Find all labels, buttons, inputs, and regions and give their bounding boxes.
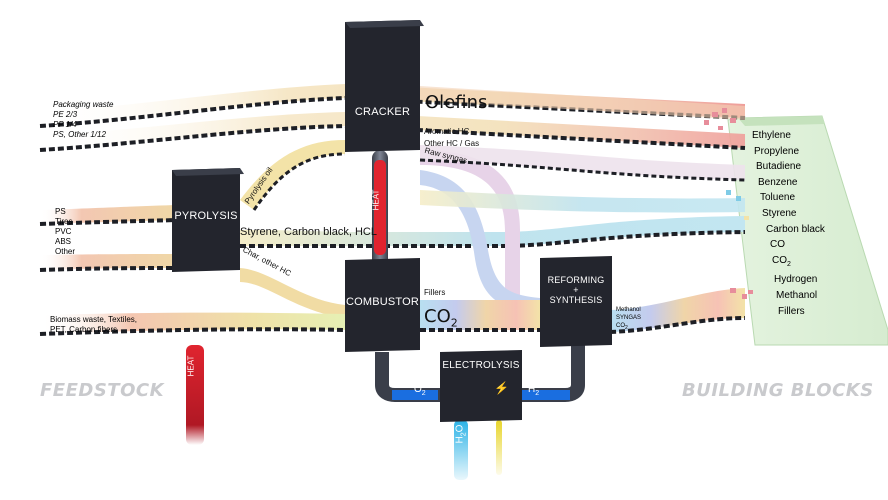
pyrolysis-unit[interactable]: PYROLYSIS xyxy=(172,206,240,226)
building-block-particles xyxy=(704,108,753,299)
pp-label: PP 1/4 xyxy=(53,120,77,129)
o2-text: O xyxy=(414,384,422,395)
co2-main-sub: 2 xyxy=(450,316,458,330)
bb-hydrogen: Hydrogen xyxy=(774,274,818,286)
ps-label: PS xyxy=(55,207,66,216)
plus-label: + xyxy=(573,285,579,295)
olefins-label: Olefins xyxy=(425,92,488,113)
feed-heat-pipe xyxy=(186,345,204,445)
h2o-label: H2O xyxy=(454,424,468,444)
cracker-crossing-streams xyxy=(419,145,746,312)
bb-co2-text: CO xyxy=(772,254,787,266)
h2o-o-text: O xyxy=(454,424,466,433)
reforming-unit-shape xyxy=(540,256,612,347)
combustor-label: COMBUSTOR xyxy=(345,296,420,308)
bb-methanol: Methanol xyxy=(776,289,818,301)
co2-small-label: CO2 xyxy=(616,322,641,332)
h2-text: H xyxy=(528,384,536,395)
pyrolysis-label: PYROLYSIS xyxy=(174,210,238,222)
co2-small-sub: 2 xyxy=(625,325,628,332)
fillers-stream-label: Fillers xyxy=(424,288,446,297)
bb-co: CO xyxy=(770,239,785,251)
electrolysis-pipes xyxy=(375,345,585,480)
ps-other-label: PS, Other 1/12 xyxy=(53,130,106,139)
electrolysis-unit[interactable]: ELECTROLYSIS xyxy=(440,357,522,373)
abs-label: ABS xyxy=(55,237,72,246)
styrene-label: Styrene, Carbon black, HCL xyxy=(240,226,377,238)
power-icon: ⚡ xyxy=(494,381,509,395)
bb-propylene: Propylene xyxy=(754,145,800,157)
mixed-feed-labels: PS Tires PVC ABS Other xyxy=(55,207,75,257)
electrolysis-unit-shape xyxy=(440,350,522,422)
cracker-unit[interactable]: CRACKER xyxy=(345,100,420,124)
packaging-feed-labels: Packaging waste PE 2/3 PP 1/4 PS, Other … xyxy=(53,100,113,140)
reforming-output-labels: Methanol SYNGAS CO2 xyxy=(616,306,641,332)
biomass-belt xyxy=(39,312,346,336)
cracker-heat-pipe xyxy=(372,150,388,270)
building-blocks-list: Ethylene Propylene Butadiene Benzene Tol… xyxy=(752,128,825,319)
feed-heat-label: HEAT xyxy=(186,355,196,377)
h2-sub: 2 xyxy=(535,390,540,397)
bb-toluene: Toluene xyxy=(760,192,796,204)
h2o-sub: 2 xyxy=(460,432,468,437)
co2-main-text: CO xyxy=(424,306,451,327)
packaging-waste-label: Packaging waste xyxy=(53,100,114,109)
cracker-heat-label: HEAT xyxy=(371,189,381,211)
o2-label: O2 xyxy=(414,384,426,398)
synthesis-label: SYNTHESIS xyxy=(549,295,603,305)
reforming-label: REFORMING xyxy=(547,275,605,285)
bb-carbon-black: Carbon black xyxy=(766,223,825,235)
combustor-unit-shape xyxy=(345,258,420,352)
co2-main-label: CO2 xyxy=(424,308,458,329)
pvc-label: PVC xyxy=(55,227,72,236)
bb-butadiene: Butadiene xyxy=(756,161,802,173)
cracker-label: CRACKER xyxy=(354,106,411,118)
bb-co2-sub: 2 xyxy=(787,260,791,268)
syngas-stream-label: SYNGAS xyxy=(616,315,642,321)
methanol-stream-label: Methanol xyxy=(616,307,641,313)
aromatic-hc-label: Aromatic HC xyxy=(424,127,470,136)
other-label: Other xyxy=(55,247,76,256)
bb-co2: CO2 xyxy=(752,253,825,273)
feedstock-title: FEEDSTOCK xyxy=(40,380,165,401)
mixed-plastics-belt xyxy=(39,205,179,272)
bb-ethylene: Ethylene xyxy=(752,130,791,141)
co2-small-text: CO xyxy=(616,323,625,329)
cracker-unit-shape xyxy=(345,20,424,152)
h2-label: H2 xyxy=(528,384,540,398)
bb-fillers: Fillers xyxy=(778,305,805,317)
bb-benzene: Benzene xyxy=(758,176,798,188)
biomass-feed-labels: Biomass waste, Textiles, PET, Carbon fib… xyxy=(50,315,137,335)
building-blocks-title: BUILDING BLOCKS xyxy=(682,380,874,401)
h2o-h-text: H xyxy=(454,436,466,444)
other-hc-gas-label: Other HC / Gas xyxy=(424,139,480,148)
pyrolysis-unit-shape xyxy=(172,168,244,272)
pe-label: PE 2/3 xyxy=(53,110,78,119)
biomass-label: Biomass waste, Textiles, xyxy=(50,315,137,324)
co2-stream xyxy=(420,288,746,334)
combustor-unit[interactable]: COMBUSTOR xyxy=(345,292,420,312)
bb-styrene: Styrene xyxy=(762,207,797,219)
tires-label: Tires xyxy=(55,217,73,226)
pet-label: PET, Carbon fibers xyxy=(50,325,118,334)
electrolysis-label: ELECTROLYSIS xyxy=(442,359,520,371)
o2-sub: 2 xyxy=(421,390,426,397)
olefins-stream xyxy=(420,86,745,120)
reforming-unit[interactable]: REFORMING + SYNTHESIS xyxy=(540,270,612,310)
building-blocks-tray xyxy=(727,115,888,346)
